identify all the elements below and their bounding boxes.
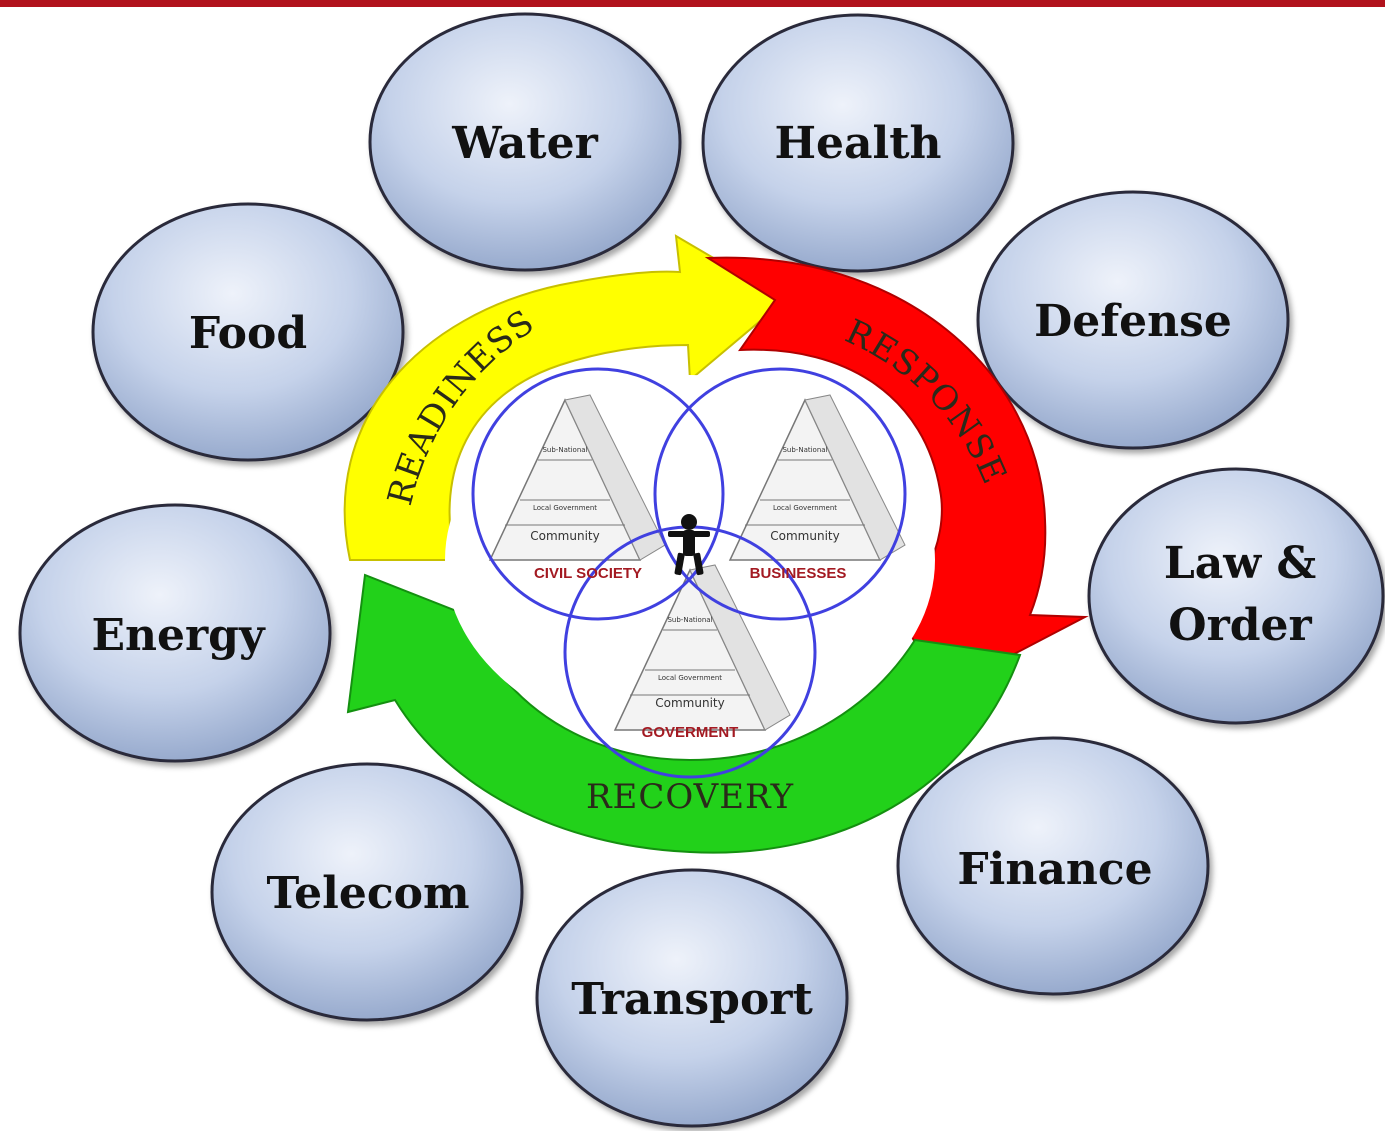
domain-government: GOVERMENT bbox=[642, 724, 739, 741]
readiness-arrow bbox=[343, 234, 787, 561]
sector-telecom-label: Telecom bbox=[266, 868, 469, 919]
person-icon bbox=[668, 514, 710, 576]
phase-label-recovery: RECOVERY bbox=[586, 777, 794, 817]
tier-government-middle: Local Government bbox=[658, 674, 722, 682]
sector-health-label: Health bbox=[774, 118, 941, 169]
sector-telecom: Telecom bbox=[210, 762, 524, 1022]
tier-government-top: Sub-National bbox=[667, 616, 712, 624]
sector-food-label: Food bbox=[189, 308, 307, 359]
recovery-arrow bbox=[346, 573, 1022, 854]
sector-law-order-label-line2: Order bbox=[1168, 600, 1312, 651]
top-rule bbox=[0, 0, 1385, 7]
pyramid-government: Sub-National Local Government Community bbox=[613, 564, 791, 731]
sector-energy: Energy bbox=[18, 503, 332, 763]
sector-law-order-oval bbox=[1087, 467, 1385, 725]
domain-businesses: BUSINESSES bbox=[750, 565, 847, 582]
sector-law-order-label-line1: Law & bbox=[1164, 538, 1316, 589]
sector-water-label: Water bbox=[451, 118, 598, 169]
sector-energy-oval bbox=[18, 503, 332, 763]
sector-law-order: Law & Order bbox=[1087, 467, 1385, 725]
sector-defense-oval bbox=[976, 190, 1290, 450]
sector-ovals: Water Health Defense Law & Order Finance… bbox=[18, 12, 1385, 1128]
tier-business-middle: Local Government bbox=[773, 504, 837, 512]
venn-circle-civil bbox=[471, 367, 725, 621]
sector-food: Food bbox=[91, 202, 405, 462]
tier-business-top: Sub-National bbox=[782, 446, 827, 454]
sector-water: Water bbox=[368, 12, 682, 272]
response-arrow bbox=[704, 256, 1089, 692]
sector-transport: Transport bbox=[535, 868, 849, 1128]
venn-circle-business bbox=[653, 367, 907, 621]
tier-civil-middle: Local Government bbox=[533, 504, 597, 512]
pyramid-government-side bbox=[689, 564, 791, 731]
sector-finance: Finance bbox=[896, 736, 1210, 996]
pyramid-business-side bbox=[804, 394, 906, 561]
venn-circles bbox=[471, 367, 907, 779]
cycle-arrows bbox=[343, 234, 1089, 854]
sector-defense-label: Defense bbox=[1034, 296, 1232, 347]
tier-government-bottom: Community bbox=[655, 696, 724, 710]
sector-defense: Defense bbox=[976, 190, 1290, 450]
sector-transport-oval bbox=[535, 868, 849, 1128]
tier-civil-top: Sub-National bbox=[542, 446, 587, 454]
tier-business-bottom: Community bbox=[770, 529, 839, 543]
sector-energy-label: Energy bbox=[91, 610, 265, 661]
sector-telecom-oval bbox=[210, 762, 524, 1022]
domain-civil-society: CIVIL SOCIETY bbox=[534, 565, 642, 582]
pyramid-civil-society: Sub-National Local Government Community bbox=[488, 394, 666, 561]
sector-food-oval bbox=[91, 202, 405, 462]
sector-finance-label: Finance bbox=[957, 844, 1152, 895]
sector-finance-oval bbox=[896, 736, 1210, 996]
sector-water-oval bbox=[368, 12, 682, 272]
sector-health: Health bbox=[701, 13, 1015, 273]
pyramid-businesses: Sub-National Local Government Community bbox=[728, 394, 906, 561]
tier-civil-bottom: Community bbox=[530, 529, 599, 543]
sector-health-oval bbox=[701, 13, 1015, 273]
sector-transport-label: Transport bbox=[571, 974, 813, 1025]
